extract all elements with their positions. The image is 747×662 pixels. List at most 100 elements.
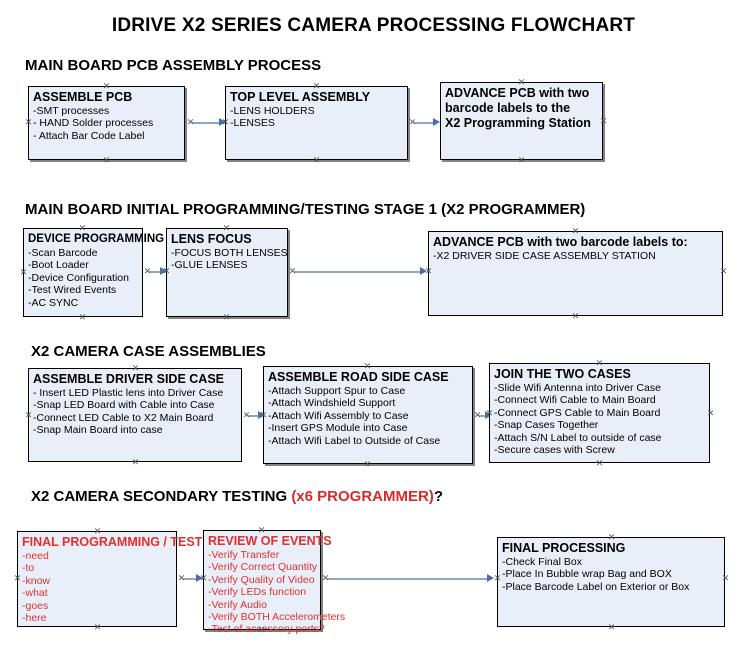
box-line: -AC SYNC [28, 296, 79, 309]
connection-handle-icon[interactable] [312, 82, 321, 91]
connection-handle-icon[interactable] [222, 224, 231, 233]
connection-handle-icon[interactable] [312, 156, 321, 165]
connection-handle-icon[interactable] [363, 362, 372, 371]
box-line: -Attach Wifi Label to Outside of Case [268, 434, 441, 447]
box-advance-pcb-to-programming-station[interactable]: ADVANCE PCB with two barcode labels to t… [440, 82, 603, 160]
box-line: -Snap Main Board into case [33, 424, 163, 437]
box-device-programming[interactable]: DEVICE PROGRAMMING -Scan Barcode -Boot L… [23, 228, 165, 317]
connection-handle-icon[interactable] [242, 411, 251, 420]
connection-handle-icon[interactable] [408, 118, 417, 127]
connection-handle-icon[interactable] [321, 574, 330, 583]
connector-line [479, 415, 488, 417]
box-lens-focus[interactable]: LENS FOCUS -FOCUS BOTH LENSES -GLUE LENS… [166, 228, 288, 317]
box-title: ASSEMBLE ROAD SIDE CASE [268, 370, 449, 384]
connection-handle-icon[interactable] [143, 267, 152, 276]
connection-handle-icon[interactable] [177, 574, 186, 583]
connection-handle-icon[interactable] [13, 574, 22, 583]
connection-handle-icon[interactable] [257, 626, 266, 635]
connection-handle-icon[interactable] [595, 359, 604, 368]
connection-handle-icon[interactable] [607, 623, 616, 632]
connection-handle-icon[interactable] [78, 313, 87, 322]
box-title: ADVANCE PCB with two [445, 86, 590, 100]
connection-handle-icon[interactable] [102, 82, 111, 91]
box-assemble-road-side-case[interactable]: ASSEMBLE ROAD SIDE CASE -Attach Support … [263, 366, 473, 464]
box-line: - Attach Bar Code Label [33, 129, 145, 142]
box-line: -Connect GPS Cable to Main Board [494, 406, 661, 419]
connection-handle-icon[interactable] [78, 224, 87, 233]
box-line: -Place Barcode Label on Exterior or Box [502, 580, 690, 593]
box-title: ASSEMBLE DRIVER SIDE CASE [33, 372, 225, 386]
connection-handle-icon[interactable] [719, 267, 728, 276]
box-line: -Secure cases with Screw [494, 444, 615, 457]
box-assemble-driver-side-case[interactable]: ASSEMBLE DRIVER SIDE CASE - Insert LED P… [28, 368, 242, 462]
connector-line [414, 122, 436, 124]
connection-handle-icon[interactable] [706, 409, 715, 418]
box-line: -Verify Transfer [208, 549, 280, 561]
connection-handle-icon[interactable] [24, 411, 33, 420]
box-top-level-assembly[interactable]: TOP LEVEL ASSEMBLY -LENS HOLDERS -LENSES [225, 86, 408, 160]
connection-handle-icon[interactable] [288, 267, 297, 276]
section-heading-red-text: (x6 PROGRAMMER) [291, 488, 434, 505]
connection-handle-icon[interactable] [571, 312, 580, 321]
box-line: -Scan Barcode [28, 247, 98, 259]
connection-handle-icon[interactable] [222, 313, 231, 322]
box-line-overflow: -Test of accessory ports? [208, 623, 325, 636]
box-join-the-two-cases[interactable]: JOIN THE TWO CASES -Slide Wifi Antenna i… [489, 363, 710, 463]
connector-line [192, 122, 221, 124]
connection-handle-icon[interactable] [517, 156, 526, 165]
box-review-of-events[interactable]: REVIEW OF EVENTS -Verify Transfer -Verif… [203, 530, 346, 635]
box-line: -FOCUS BOTH LENSES [171, 247, 288, 259]
connection-handle-icon[interactable] [221, 118, 230, 127]
box-title: ADVANCE PCB with two barcode labels to: [433, 235, 688, 249]
connection-handle-icon[interactable] [607, 533, 616, 542]
box-line: -Place In Bubble wrap Bag and BOX [502, 568, 672, 581]
connection-handle-icon[interactable] [595, 459, 604, 468]
connection-handle-icon[interactable] [599, 117, 608, 126]
connection-handle-icon[interactable] [517, 78, 526, 87]
box-title: FINAL PROCESSING [502, 541, 626, 555]
box-line: -X2 DRIVER SIDE CASE ASSEMBLY STATION [433, 250, 656, 262]
section-heading-main-board-initial-programming: MAIN BOARD INITIAL PROGRAMMING/TESTING S… [25, 201, 586, 218]
box-line: - Insert LED Plastic lens into Driver Ca… [33, 387, 224, 399]
box-line: -to [22, 562, 35, 575]
connection-handle-icon[interactable] [363, 460, 372, 469]
connection-handle-icon[interactable] [424, 267, 433, 276]
box-final-programming-testing[interactable]: FINAL PROGRAMMING / TESTING -need -to -k… [17, 531, 225, 627]
box-line: -Verify BOTH Accelerometers [208, 611, 346, 624]
connection-handle-icon[interactable] [571, 227, 580, 236]
box-line: -Verify Audio [208, 598, 267, 611]
connection-handle-icon[interactable] [131, 458, 140, 467]
connection-handle-icon[interactable] [162, 267, 171, 276]
connection-handle-icon[interactable] [721, 574, 730, 583]
connection-handle-icon[interactable] [259, 411, 268, 420]
connection-handle-icon[interactable] [473, 411, 482, 420]
connection-handle-icon[interactable] [93, 527, 102, 536]
box-assemble-pcb[interactable]: ASSEMBLE PCB -SMT processes - HAND Solde… [28, 86, 185, 160]
box-title-line3: X2 Programming Station [445, 116, 591, 130]
box-line: -Test Wired Events [28, 284, 117, 297]
box-final-processing[interactable]: FINAL PROCESSING -Check Final Box -Place… [497, 537, 725, 627]
connector-line [149, 271, 162, 273]
connection-handle-icon[interactable] [102, 156, 111, 165]
box-line: -LENS HOLDERS [230, 105, 315, 117]
connector-line [248, 415, 260, 417]
connection-handle-icon[interactable] [186, 118, 195, 127]
page-title: IDRIVE X2 SERIES CAMERA PROCESSING FLOWC… [111, 15, 636, 36]
connection-handle-icon[interactable] [257, 526, 266, 535]
box-line: -what [22, 587, 48, 600]
box-line: - HAND Solder processes [33, 117, 154, 130]
box-advance-pcb-to-driver-side-case[interactable]: ADVANCE PCB with two barcode labels to: … [428, 231, 723, 316]
box-line: -Connect LED Cable to X2 Main Board [33, 411, 214, 424]
connection-handle-icon[interactable] [485, 409, 494, 418]
connection-handle-icon[interactable] [24, 118, 33, 127]
connection-handle-icon[interactable] [199, 574, 208, 583]
connection-handle-icon[interactable] [131, 364, 140, 373]
connection-handle-icon[interactable] [19, 268, 28, 277]
connector-line [327, 578, 490, 580]
box-title: TOP LEVEL ASSEMBLY [230, 90, 371, 104]
box-line: -Verify Correct Quantity [208, 561, 318, 574]
connection-handle-icon[interactable] [93, 623, 102, 632]
connection-handle-icon[interactable] [493, 574, 502, 583]
box-title: DEVICE PROGRAMMING [28, 233, 165, 245]
